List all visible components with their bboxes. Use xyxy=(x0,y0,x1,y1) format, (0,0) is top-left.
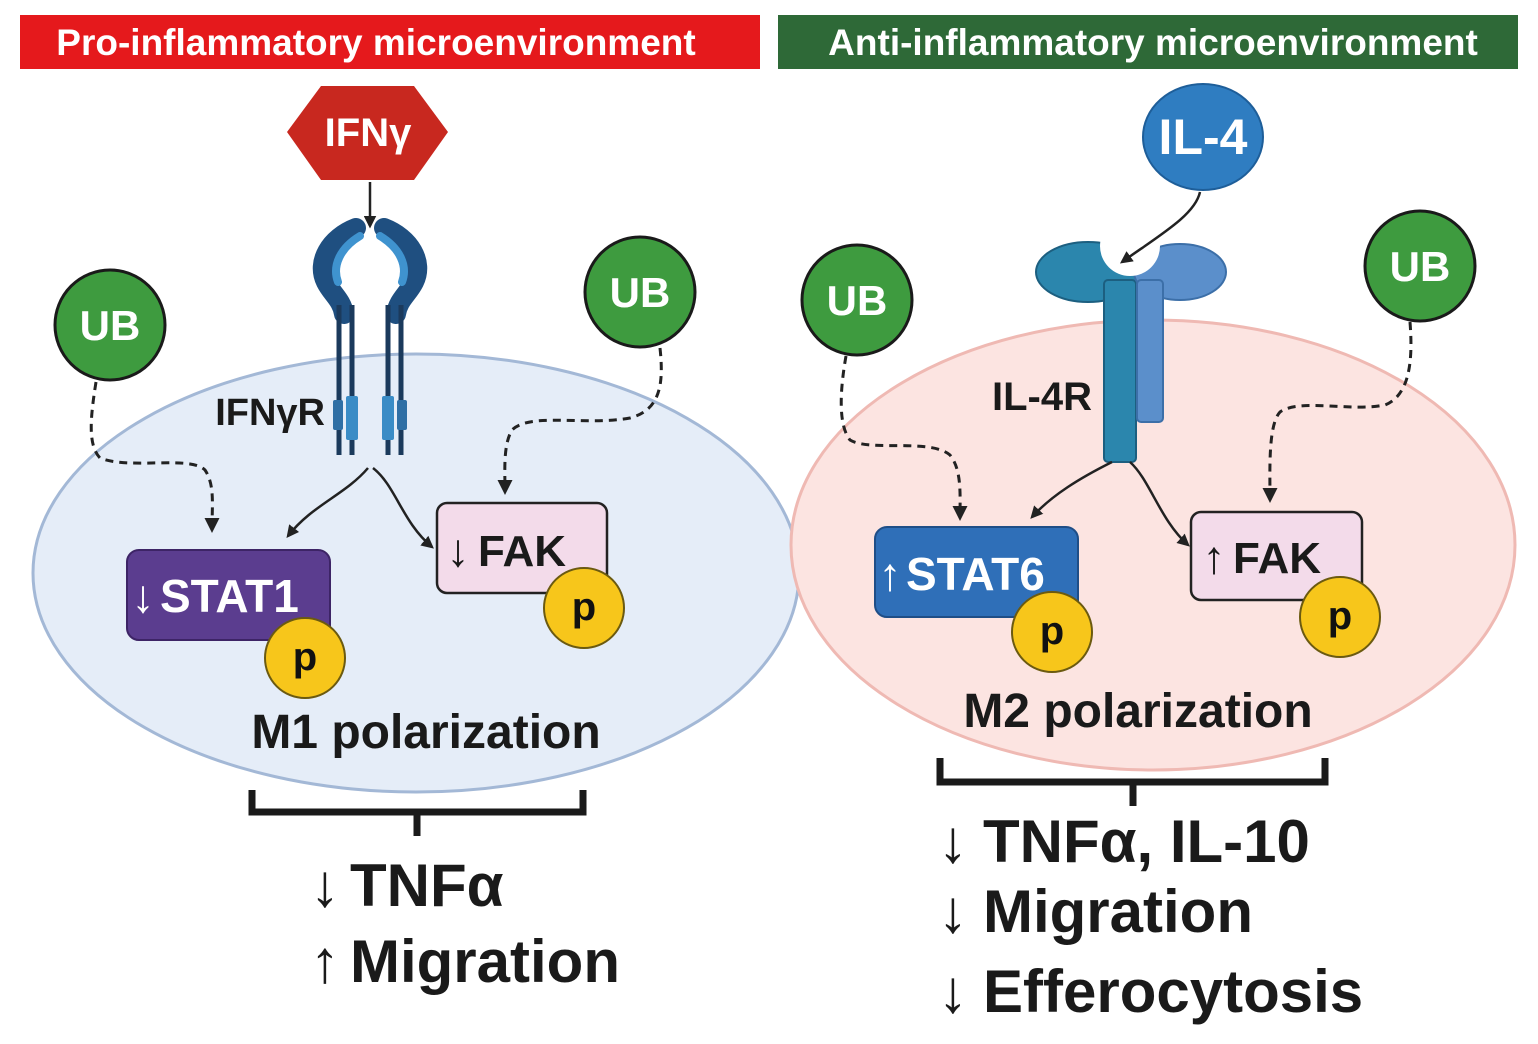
stat6-phospho-label: p xyxy=(1040,609,1064,653)
ifngr-to-fak-arrow xyxy=(372,467,434,549)
fak-left-phospho-label: p xyxy=(572,585,596,629)
ub-to-fak-dashed-arrow xyxy=(497,347,663,495)
il4-ligand-circle xyxy=(1142,83,1264,191)
fak-right-up-arrow: ↑ xyxy=(1203,531,1226,583)
ub-circle-left xyxy=(53,268,167,382)
fak-left-phospho-circle xyxy=(543,567,625,649)
il4-ligand-label: IL-4 xyxy=(1159,109,1248,165)
il4r-to-fak-arrow xyxy=(1129,461,1190,547)
ifngr-label: IFNγR xyxy=(215,392,325,434)
stat6-phospho-circle xyxy=(1011,591,1093,673)
m2-outcome-cytokines-label: TNFα, IL-10 xyxy=(983,808,1310,875)
il4-binding-arrow xyxy=(1119,191,1202,264)
stat6-up-arrow: ↑ xyxy=(879,548,902,600)
m2-outcome-migration-label: Migration xyxy=(983,878,1253,945)
ifng-ligand-hexagon xyxy=(287,86,448,180)
pro-header-bar xyxy=(20,15,760,69)
stat1-phospho-label: p xyxy=(293,635,317,679)
stat1-label: STAT1 xyxy=(160,570,299,622)
ub-circle-m2-left xyxy=(800,243,914,357)
m1-outcome-migration-label: Migration xyxy=(350,928,620,995)
stat1-box xyxy=(126,549,331,641)
ub-label-left: UB xyxy=(80,302,141,349)
m2-outcome-cytokines-arrow: ↓ xyxy=(938,808,968,875)
stat1-down-arrow: ↓ xyxy=(132,570,155,622)
m2-outcome-efferocytosis-arrow: ↓ xyxy=(938,958,968,1025)
anti-header-bar xyxy=(778,15,1518,69)
pro-header-title: Pro-inflammatory microenvironment xyxy=(56,22,695,63)
fak-left-label: FAK xyxy=(478,527,566,576)
m1-outcome-tnfa-arrow: ↓ xyxy=(310,852,340,919)
m1-outcome-bracket xyxy=(248,790,587,836)
ub-to-fak-right-dashed-arrow xyxy=(1262,321,1413,503)
fak-box-right xyxy=(1189,510,1364,602)
ub-label-right: UB xyxy=(610,269,671,316)
anti-header-title: Anti-inflammatory microenvironment xyxy=(828,22,1478,63)
ifngr-right-chain xyxy=(374,218,428,455)
ub-to-stat6-dashed-arrow xyxy=(839,355,968,521)
ub-to-stat1-dashed-arrow xyxy=(89,381,220,533)
fak-right-phospho-circle xyxy=(1299,576,1381,658)
stat6-label: STAT6 xyxy=(906,548,1045,600)
m2-outcome-efferocytosis-label: Efferocytosis xyxy=(983,958,1363,1025)
il4r-alpha-stem xyxy=(1103,279,1137,463)
ub-circle-right xyxy=(583,235,697,349)
il4-binding-pocket xyxy=(1100,216,1160,276)
fak-right-phospho-label: p xyxy=(1328,594,1352,638)
il4r-label: IL-4R xyxy=(992,375,1092,419)
ifngr-to-stat1-arrow xyxy=(286,467,369,538)
m1-outcome-tnfa-label: TNFα xyxy=(350,852,504,919)
ub-circle-m2-right xyxy=(1363,209,1477,323)
ifng-ligand-label: IFNγ xyxy=(325,111,412,155)
m2-polarization-label: M2 polarization xyxy=(963,685,1312,738)
ifngr-left-chain xyxy=(312,218,366,455)
il4r-to-stat6-arrow xyxy=(1030,460,1113,519)
stat6-box xyxy=(874,526,1079,618)
m1-polarization-label: M1 polarization xyxy=(251,706,600,759)
ub-label-m2-right: UB xyxy=(1390,243,1451,290)
fak-box-left xyxy=(435,501,609,595)
ub-label-m2-left: UB xyxy=(827,277,888,324)
il4r-receptor xyxy=(1035,216,1227,463)
m2-outcome-migration-arrow: ↓ xyxy=(938,878,968,945)
m1-outcome-migration-arrow: ↑ xyxy=(310,928,340,995)
stat1-phospho-circle xyxy=(264,617,346,699)
il4r-gamma-stem xyxy=(1136,279,1164,423)
fak-left-down-arrow: ↓ xyxy=(447,524,470,576)
m2-outcome-bracket xyxy=(936,758,1329,806)
fak-right-label: FAK xyxy=(1233,534,1321,583)
